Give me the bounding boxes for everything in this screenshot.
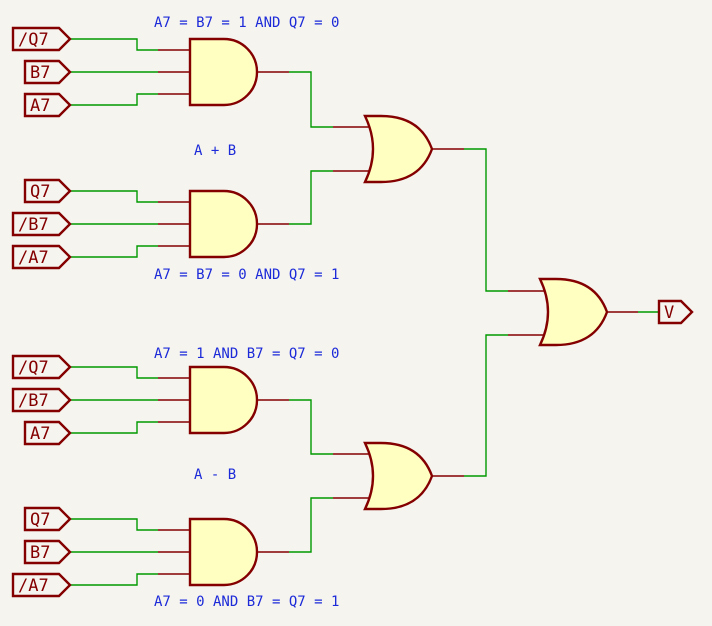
input-label: A7 <box>30 96 50 116</box>
wire[interactable] <box>70 421 158 434</box>
input-label: /Q7 <box>18 30 49 50</box>
wire[interactable] <box>464 334 508 477</box>
input-label-box <box>11 354 72 380</box>
wire[interactable] <box>70 518 158 531</box>
input-label: /B7 <box>18 391 49 411</box>
input-label-box <box>23 506 72 532</box>
wire[interactable] <box>464 148 508 292</box>
wire[interactable] <box>289 497 333 553</box>
input-label: B7 <box>30 543 50 563</box>
wire[interactable] <box>70 245 158 258</box>
annotation-and3: A7 = 1 AND B7 = Q7 = 0 <box>154 346 339 362</box>
input-label-box <box>11 211 72 237</box>
input-label-box <box>23 539 72 565</box>
input-label: /A7 <box>18 576 49 596</box>
wire[interactable] <box>70 93 158 106</box>
input-label: /Q7 <box>18 358 49 378</box>
input-label: Q7 <box>30 510 50 530</box>
input-label-box <box>11 244 72 270</box>
input-label-box <box>23 92 72 118</box>
or-gate-3[interactable] <box>538 277 609 347</box>
input-label-box <box>23 420 72 446</box>
wire[interactable] <box>70 366 158 379</box>
input-label: B7 <box>30 63 50 83</box>
annotation-a-plus-b: A + B <box>194 143 236 159</box>
wire[interactable] <box>70 573 158 586</box>
and-gate-body <box>188 517 259 587</box>
and-gate-body <box>188 365 259 435</box>
input-label: /B7 <box>18 215 49 235</box>
input-label: /A7 <box>18 248 49 268</box>
or-gate-1[interactable] <box>363 114 434 184</box>
input-label-box <box>11 26 72 52</box>
or-gate-body <box>538 277 609 347</box>
input-label: Q7 <box>30 182 50 202</box>
output-label-v[interactable]: V <box>657 299 694 325</box>
input-label-box <box>11 572 72 598</box>
wire[interactable] <box>289 170 333 225</box>
wire[interactable] <box>289 71 333 128</box>
or-gate-2[interactable] <box>363 441 434 511</box>
annotation-and1: A7 = B7 = 1 AND Q7 = 0 <box>154 15 339 31</box>
output-label-box <box>657 299 694 325</box>
annotation-and4: A7 = 0 AND B7 = Q7 = 1 <box>154 594 339 610</box>
annotation-and2: A7 = B7 = 0 AND Q7 = 1 <box>154 267 339 283</box>
input-label-box <box>11 387 72 413</box>
annotation-a-minus-b: A - B <box>194 467 236 483</box>
or-gate-body <box>363 441 434 511</box>
input-label-box <box>23 178 72 204</box>
or-gate-body <box>363 114 434 184</box>
and-gate-body <box>188 37 259 107</box>
output-label: V <box>664 303 674 323</box>
and-gate-body <box>188 189 259 259</box>
wire[interactable] <box>70 190 158 203</box>
input-label: A7 <box>30 424 50 444</box>
and-gate-2[interactable]: Q7/B7/A7 <box>11 178 289 270</box>
wire[interactable] <box>70 38 158 51</box>
input-label-box <box>23 59 72 85</box>
wire[interactable] <box>289 399 333 455</box>
